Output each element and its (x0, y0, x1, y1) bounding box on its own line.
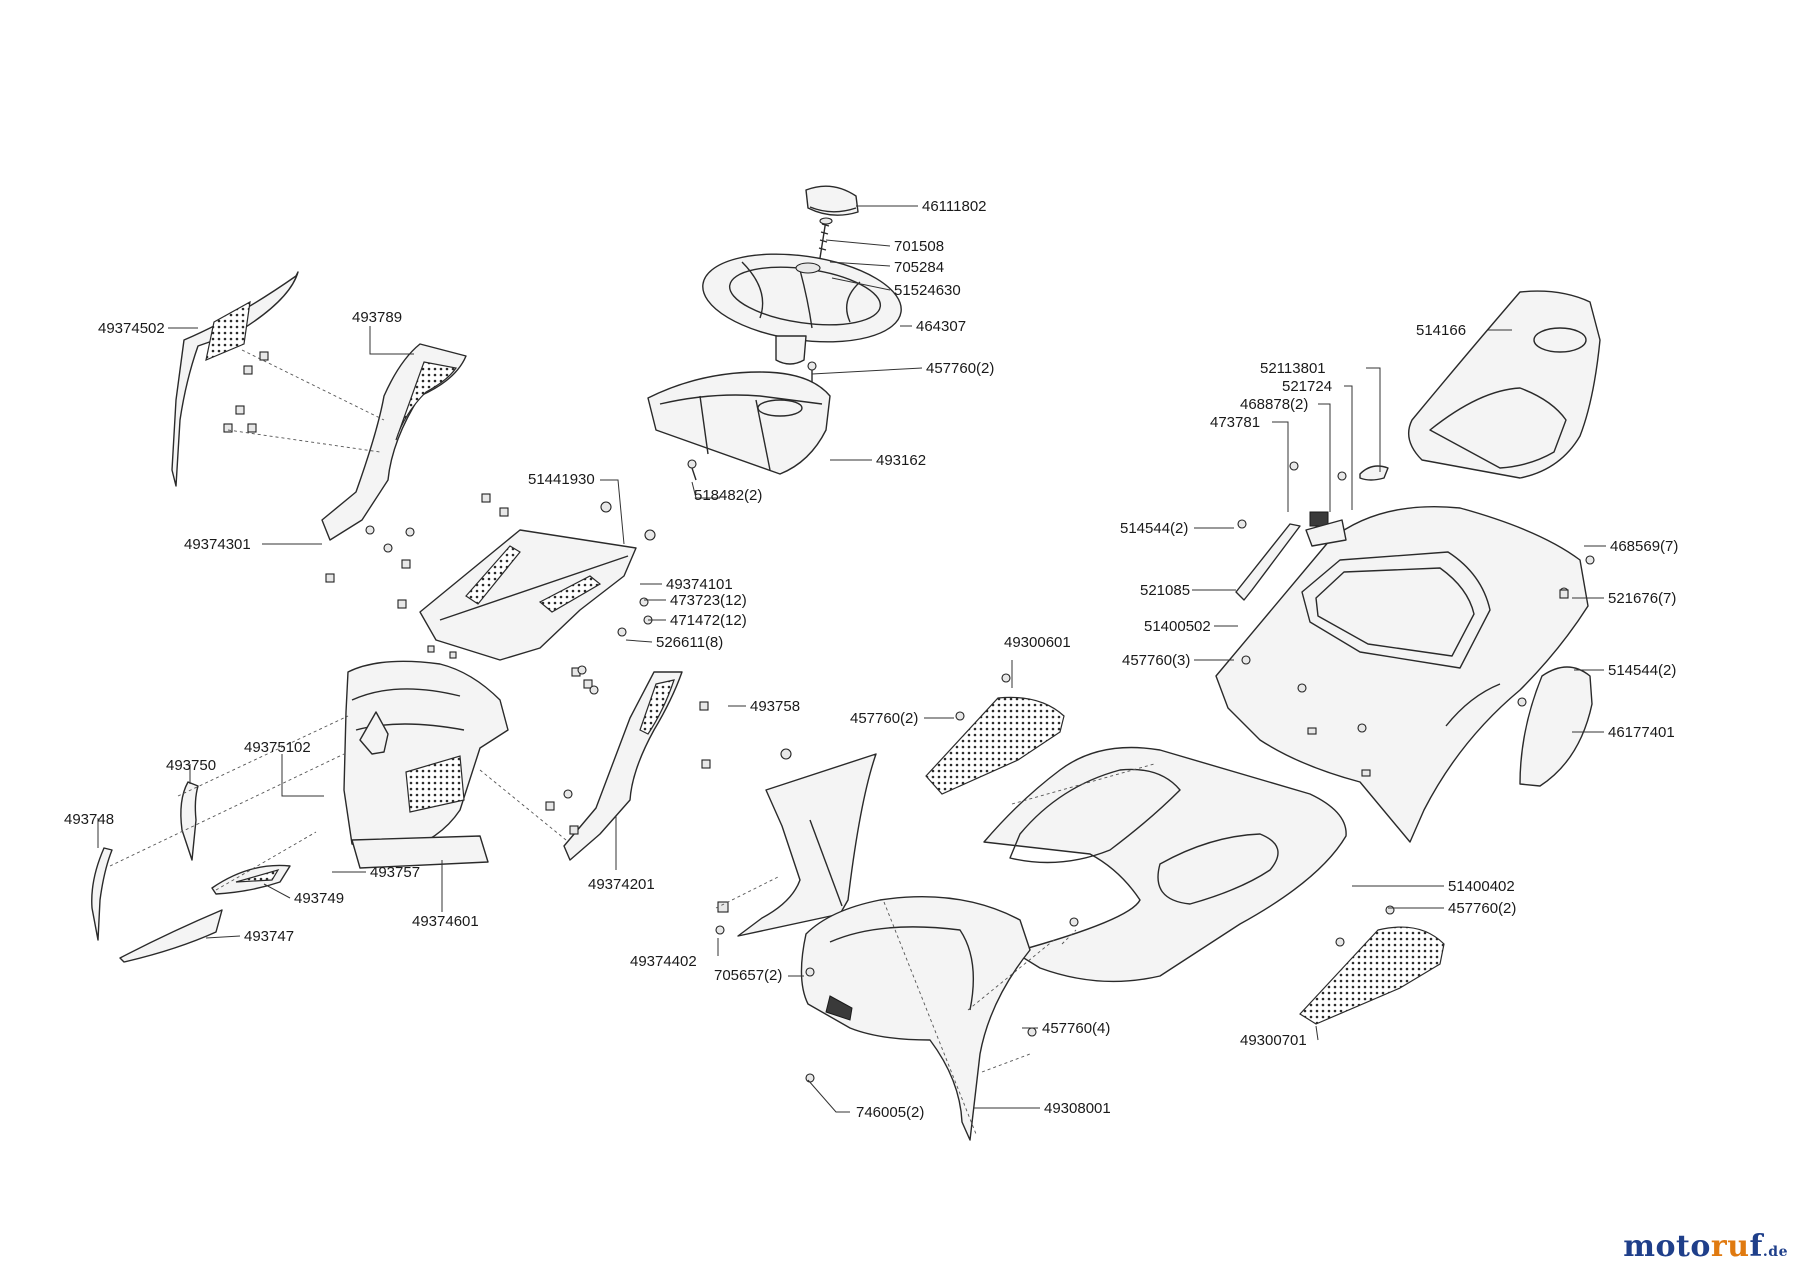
label-705284: 705284 (894, 259, 944, 276)
right-footrest-plate (1299, 926, 1445, 1025)
label-51441930: 51441930 (528, 471, 595, 488)
label-51524630: 51524630 (894, 282, 961, 299)
label-493750: 493750 (166, 757, 216, 774)
part-labels: 46111802 701508 705284 51524630 464307 4… (64, 198, 1678, 1121)
brand-tld: .de (1762, 1244, 1788, 1260)
side-trim-piece (1235, 523, 1301, 601)
right-side-trim (563, 671, 683, 861)
label-701508: 701508 (894, 238, 944, 255)
left-side-trim (321, 343, 467, 541)
steering-wheel (702, 253, 902, 365)
label-49375102: 49375102 (244, 739, 311, 756)
fuel-cap (1359, 465, 1389, 481)
front-grille-housing (343, 660, 509, 869)
steering-cap (805, 185, 859, 216)
label-49300601: 49300601 (1004, 634, 1071, 651)
label-457760-3: 457760(3) (1122, 652, 1190, 669)
label-493747: 493747 (244, 928, 294, 945)
label-49374502: 49374502 (98, 320, 165, 337)
hardware-clips (223, 351, 1595, 1083)
label-521724: 521724 (1282, 378, 1332, 395)
label-457760-2-a: 457760(2) (926, 360, 994, 377)
label-464307: 464307 (916, 318, 966, 335)
label-46177401: 46177401 (1608, 724, 1675, 741)
label-46111802: 46111802 (922, 198, 987, 215)
label-52113801: 52113801 (1260, 360, 1326, 377)
label-521085: 521085 (1140, 582, 1190, 599)
label-49374201: 49374201 (588, 876, 655, 893)
label-493162: 493162 (876, 452, 926, 469)
label-518482-2: 518482(2) (694, 487, 762, 504)
switch-block (1305, 511, 1347, 547)
brand-accent: ru (1710, 1229, 1750, 1264)
label-457760-2-c: 457760(2) (1448, 900, 1516, 917)
label-514544-2-b: 514544(2) (1608, 662, 1676, 679)
rear-bracket (1519, 666, 1593, 787)
label-457760-4: 457760(4) (1042, 1020, 1110, 1037)
label-49374101: 49374101 (666, 576, 733, 593)
brand-logo: motoruf.de (1623, 1229, 1788, 1264)
label-51400402: 51400402 (1448, 878, 1515, 895)
label-746005-2: 746005(2) (856, 1104, 924, 1121)
label-493758: 493758 (750, 698, 800, 715)
label-473781: 473781 (1210, 414, 1260, 431)
leader-lines (97, 205, 1606, 1113)
left-upper-trim (171, 271, 299, 487)
rear-fender-cover (800, 896, 1031, 1141)
screw-small (687, 361, 817, 481)
label-493757: 493757 (370, 864, 420, 881)
label-514166: 514166 (1416, 322, 1466, 339)
brand-end: f (1749, 1229, 1763, 1264)
label-468569-7: 468569(7) (1610, 538, 1678, 555)
label-471472-12: 471472(12) (670, 612, 747, 629)
label-49374601: 49374601 (412, 913, 479, 930)
upper-center-panel (419, 529, 637, 661)
label-521676-7: 521676(7) (1608, 590, 1676, 607)
label-493748: 493748 (64, 811, 114, 828)
headlight-left-outer (91, 781, 199, 941)
left-footrest-plate (925, 696, 1065, 795)
label-49374402: 49374402 (630, 953, 697, 970)
seat (1408, 290, 1601, 479)
label-49308001: 49308001 (1044, 1100, 1111, 1117)
label-514544-2-a: 514544(2) (1120, 520, 1188, 537)
dashboard-panel (647, 371, 831, 475)
floor-pan (983, 746, 1347, 983)
right-fender-cover (737, 753, 877, 937)
label-51400502: 51400502 (1144, 618, 1211, 635)
label-473723-12: 473723(12) (670, 592, 747, 609)
label-493789: 493789 (352, 309, 402, 326)
label-526611-8: 526611(8) (656, 634, 723, 651)
label-468878-2: 468878(2) (1240, 396, 1308, 413)
body-shroud (1215, 505, 1589, 843)
label-49300701: 49300701 (1240, 1032, 1307, 1049)
label-457760-2-b: 457760(2) (850, 710, 918, 727)
label-493749: 493749 (294, 890, 344, 907)
headlight-lower (119, 864, 291, 963)
label-705657-2: 705657(2) (714, 967, 782, 984)
label-49374301: 49374301 (184, 536, 251, 553)
brand-main: moto (1623, 1229, 1711, 1264)
steering-bolt (818, 217, 833, 259)
alignment-lines (109, 349, 1155, 1135)
